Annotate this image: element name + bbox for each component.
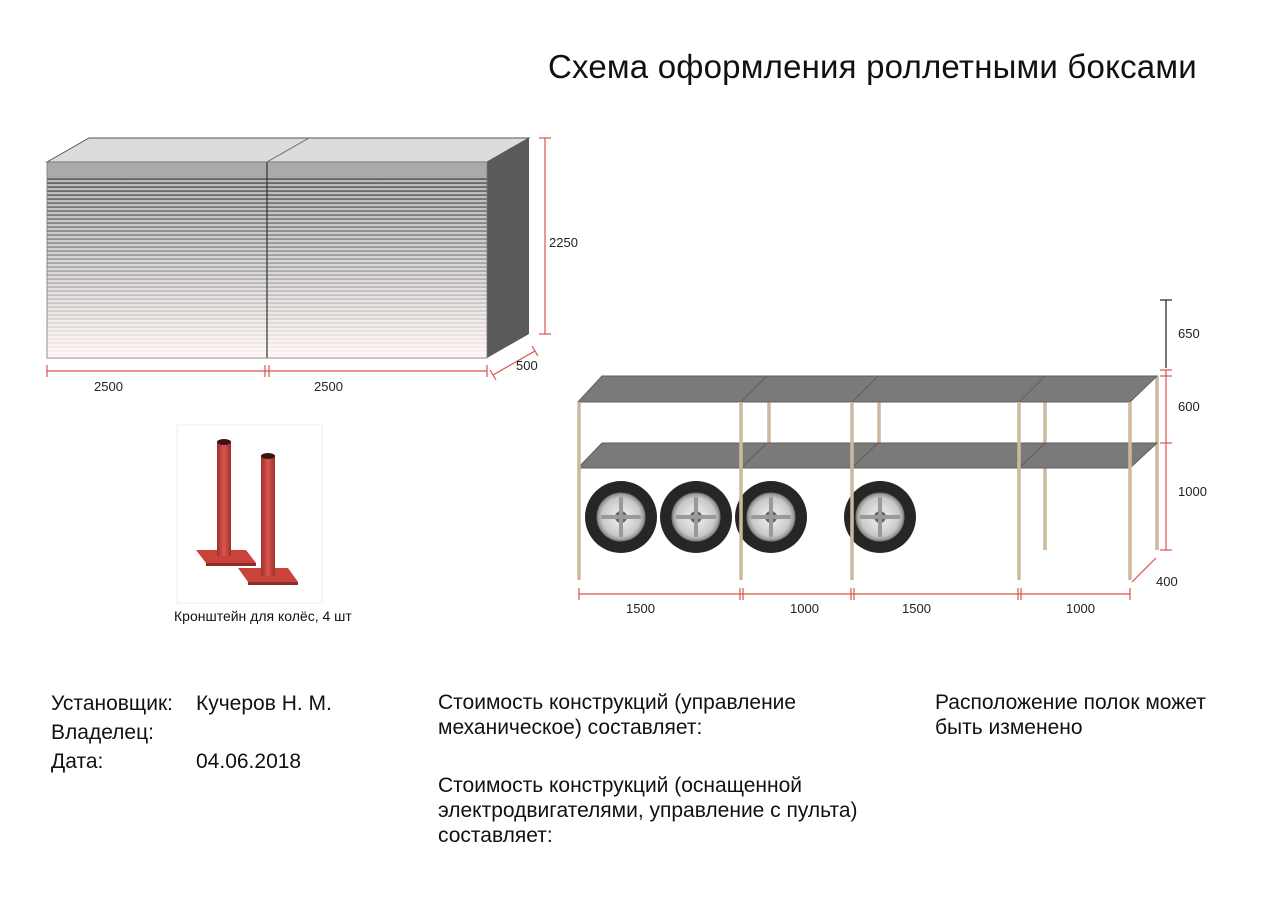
date-value: 04.06.2018 [196, 750, 302, 773]
page-title: Схема оформления роллетными боксами [548, 48, 1197, 85]
tire [844, 481, 916, 553]
cost-mechanical-text: Стоимость конструкций (управление механи… [438, 691, 797, 739]
front-posts [577, 402, 1132, 580]
box-height-label: 2250 [549, 235, 578, 250]
lower-shelf [576, 442, 1159, 469]
upper-shelf [576, 375, 1159, 403]
date-row: Дата: 04.06.2018 [51, 747, 332, 776]
tires [585, 481, 916, 553]
date-label: Дата: [51, 750, 104, 773]
rack-bay-label: 1000 [790, 601, 819, 616]
rack-lower-shelf-label: 1000 [1178, 484, 1207, 499]
roller-box [45, 137, 531, 359]
rack-upper-shelf-label: 600 [1178, 399, 1200, 414]
rack-bay-label: 1500 [902, 601, 931, 616]
box-depth-label: 500 [516, 358, 538, 373]
installer-info-block: Установщик: Кучеров Н. М. Владелец: Дата:… [51, 689, 332, 776]
rack-depth-label: 400 [1156, 574, 1178, 589]
installer-label: Установщик: [51, 692, 173, 715]
owner-label: Владелец: [51, 721, 154, 744]
bracket-caption: Кронштейн для колёс, 4 шт [174, 608, 352, 624]
owner-row: Владелец: [51, 718, 332, 747]
rack-bay-label: 1000 [1066, 601, 1095, 616]
box-width-right-label: 2500 [314, 379, 343, 394]
box-width-left-label: 2500 [94, 379, 123, 394]
box-dimensions [46, 137, 551, 381]
rear-posts [767, 376, 1159, 550]
rack-bay-label: 1500 [626, 601, 655, 616]
tire [585, 481, 657, 553]
top-gap-marker [1160, 299, 1172, 368]
tire [735, 481, 807, 553]
box-side [487, 138, 529, 358]
rack-dimensions [578, 369, 1172, 600]
installer-value: Кучеров Н. М. [196, 692, 332, 715]
wheel-bracket-image [176, 424, 323, 604]
shelving-rack [576, 375, 1159, 580]
installer-row: Установщик: Кучеров Н. М. [51, 689, 332, 718]
tire [660, 481, 732, 553]
rack-top-gap-label: 650 [1178, 326, 1200, 341]
cost-electric-text: Стоимость конструкций (оснащенной электр… [438, 774, 858, 847]
shelf-layout-note: Расположение полок может быть изменено [935, 691, 1206, 739]
